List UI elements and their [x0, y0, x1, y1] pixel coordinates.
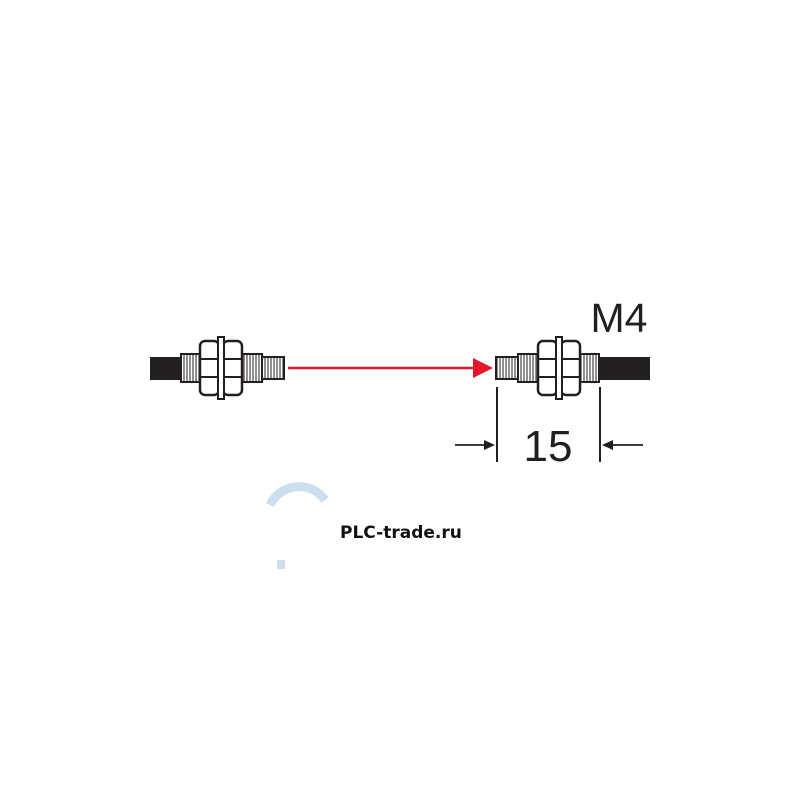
beam-arrow: [288, 358, 493, 378]
watermark-text: PLC-trade.ru: [340, 523, 462, 543]
emitter-sensor: [150, 335, 286, 401]
receiver-cable: [598, 357, 650, 380]
receiver-head: [494, 335, 601, 401]
dimension-marker: [455, 387, 643, 462]
dimension-label: 15: [524, 422, 573, 471]
receiver-sensor: [494, 335, 650, 401]
watermark-logo: [265, 482, 329, 569]
emitter-head: [179, 335, 286, 401]
emitter-cable: [150, 357, 182, 380]
size-label: M4: [591, 295, 648, 341]
